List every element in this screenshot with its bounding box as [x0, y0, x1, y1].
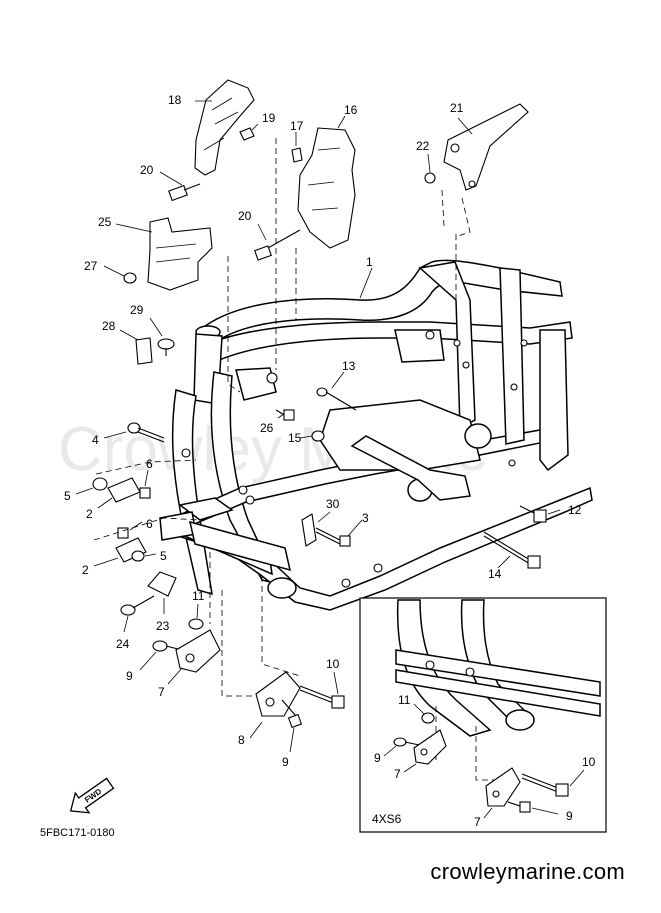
callout-2a: 2	[86, 507, 93, 521]
part-21-bracket	[443, 103, 529, 191]
callout-28: 28	[102, 319, 116, 333]
part-30-bracket	[301, 513, 317, 547]
part-14-long-bolt	[483, 531, 541, 569]
inset-part-9-bolt-a	[393, 737, 407, 747]
callout-11: 11	[192, 589, 205, 603]
part-25-bracket	[147, 217, 213, 291]
part-22-nut	[424, 172, 436, 184]
part-2-plate-b	[115, 537, 147, 563]
callout-19: 19	[262, 111, 276, 125]
callout-30: 30	[326, 497, 340, 511]
inset-callout-7a: 7	[394, 767, 401, 781]
callout-14: 14	[488, 567, 502, 581]
inset-callout-10: 10	[582, 755, 596, 769]
callout-4: 4	[92, 433, 99, 447]
part-3-nut	[339, 535, 351, 547]
part-6-nut-b	[117, 527, 129, 539]
callout-18: 18	[168, 93, 182, 107]
callout-1: 1	[366, 255, 373, 269]
callout-29: 29	[130, 303, 144, 317]
part-9-bolt-b	[281, 699, 303, 753]
callout-16: 16	[344, 103, 358, 117]
part-23-bracket	[147, 571, 177, 597]
part-20-bolt-a	[159, 171, 201, 202]
inset-part-11-washer	[421, 712, 435, 724]
inset-4xs6: 4XS6 11 9 7 10 7 9	[359, 597, 607, 833]
callout-7: 7	[158, 685, 165, 699]
inset-part-10-bolt	[521, 769, 585, 797]
callout-25: 25	[98, 215, 112, 229]
part-5-washer-b	[131, 550, 145, 562]
callout-12: 12	[568, 503, 582, 517]
part-5-washer-a	[92, 477, 108, 491]
part-15-washer	[311, 430, 325, 442]
part-29-bolt	[149, 317, 175, 356]
callout-8: 8	[238, 733, 245, 747]
fwd-arrow: FWD	[69, 777, 115, 814]
callout-22: 22	[416, 139, 430, 153]
callout-20b: 20	[238, 209, 252, 223]
part-17	[291, 147, 303, 163]
inset-callout-9b: 9	[566, 809, 573, 823]
callout-9a: 9	[126, 669, 133, 683]
inset-callout-7b: 7	[474, 815, 481, 829]
part-12-bolt	[519, 505, 561, 523]
part-7-plate	[175, 629, 221, 673]
part-2-plate-a	[107, 477, 141, 503]
inset-part-7-plate-a	[413, 729, 447, 765]
site-name: crowleymarine.com	[430, 859, 625, 884]
inset-callout-11: 11	[398, 693, 411, 707]
callout-6b: 6	[146, 517, 153, 531]
callout-10: 10	[326, 657, 340, 671]
callout-23: 23	[156, 619, 170, 633]
callout-24: 24	[116, 637, 130, 651]
inset-callout-9a: 9	[374, 751, 381, 765]
callout-15: 15	[288, 431, 302, 445]
part-11-washer	[188, 618, 204, 630]
callout-21: 21	[450, 101, 464, 115]
part-24-bolt	[120, 595, 155, 633]
part-6-nut-a	[139, 487, 151, 499]
part-10-bolt	[299, 671, 345, 709]
part-13-bolt	[316, 371, 357, 411]
callout-27: 27	[84, 259, 98, 273]
callout-5a: 5	[64, 489, 71, 503]
drawing-code: 5FBC171-0180	[40, 827, 115, 839]
main-frame	[159, 259, 593, 611]
part-27-nut	[123, 272, 137, 284]
part-20-bolt-b	[254, 223, 301, 261]
part-26-bolt	[275, 409, 295, 421]
part-16-cover	[297, 127, 356, 249]
callout-26: 26	[260, 421, 274, 435]
inset-title: 4XS6	[372, 812, 402, 826]
callout-20a: 20	[140, 163, 154, 177]
part-19	[239, 127, 255, 141]
callout-2b: 2	[82, 563, 89, 577]
callout-17: 17	[290, 119, 304, 133]
callout-5b: 5	[160, 549, 167, 563]
part-28-bracket	[135, 337, 153, 365]
callout-13: 13	[342, 359, 356, 373]
callout-6a: 6	[146, 457, 153, 471]
part-8-plate	[255, 671, 301, 717]
callout-3: 3	[362, 511, 369, 525]
callout-9b: 9	[282, 755, 289, 769]
part-4-bolt	[103, 422, 165, 443]
inset-part-9-bolt-b	[507, 801, 559, 815]
part-18-cover	[194, 79, 255, 176]
